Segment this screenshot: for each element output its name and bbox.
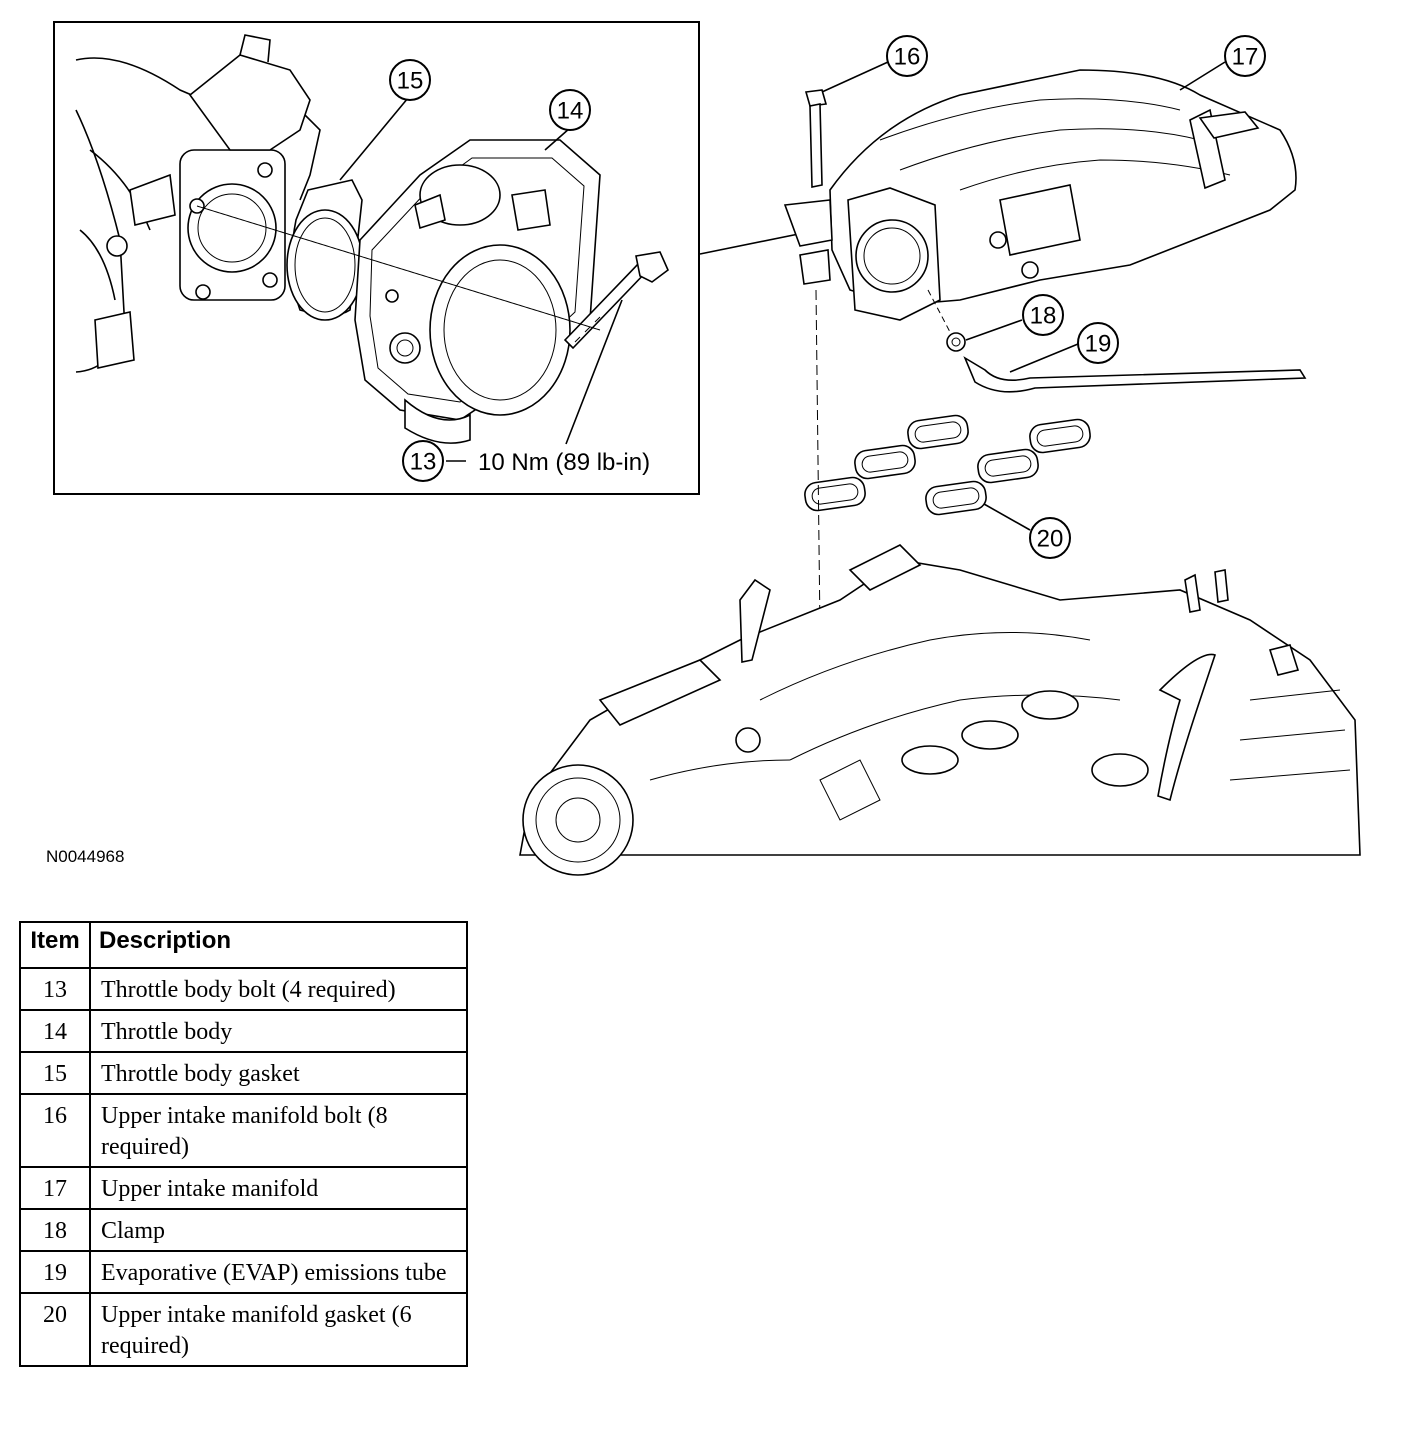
callout-15: 15 [389,59,431,101]
legend-item-number: 17 [19,1166,91,1210]
exploded-view-diagram: 15 14 13 10 Nm (89 lb-in) [46,21,1361,876]
legend-item-number: 16 [19,1093,91,1168]
legend-row: 18 Clamp [19,1208,468,1252]
figure-id: N0044968 [46,847,124,866]
legend-item-number: 15 [19,1051,91,1095]
throttle-body-drawing [354,139,601,444]
legend-header-description: Description [89,921,468,969]
engine-lower-drawing [519,544,1361,876]
legend-item-number: 20 [19,1292,91,1367]
callout-14: 14 [549,89,591,131]
legend-item-number: 19 [19,1250,91,1294]
svg-text:15: 15 [397,68,424,95]
legend-item-description: Upper intake manifold gasket (6 required… [89,1292,468,1367]
svg-text:18: 18 [1030,303,1057,330]
callout-19: 19 [1077,322,1119,364]
legend-header-item: Item [19,921,91,969]
callout-18: 18 [1022,294,1064,336]
svg-text:14: 14 [557,98,584,125]
legend-table: Item Description 13 Throttle body bolt (… [19,921,468,1367]
legend-row: 14 Throttle body [19,1009,468,1053]
upper-intake-manifold-view: 16 17 18 19 20 [519,35,1361,876]
legend-item-description: Throttle body gasket [89,1051,468,1095]
svg-text:19: 19 [1085,331,1112,358]
manifold-gaskets-drawing [804,414,1091,516]
legend-item-number: 14 [19,1009,91,1053]
legend-header-row: Item Description [19,921,468,969]
callout-16: 16 [886,35,928,77]
legend-item-number: 13 [19,967,91,1011]
throttle-body-detail-inset: 15 14 13 10 Nm (89 lb-in) [53,21,700,495]
upper-intake-manifold-drawing [783,69,1297,321]
legend-row: 15 Throttle body gasket [19,1051,468,1095]
legend-row: 20 Upper intake manifold gasket (6 requi… [19,1292,468,1367]
callout-20: 20 [1029,517,1071,559]
legend-item-description: Clamp [89,1208,468,1252]
svg-text:20: 20 [1037,526,1064,553]
legend-item-description: Throttle body [89,1009,468,1053]
legend-item-description: Throttle body bolt (4 required) [89,967,468,1011]
legend-row: 17 Upper intake manifold [19,1166,468,1210]
torque-specification: 10 Nm (89 lb-in) [478,449,650,476]
throttle-body-bolt-drawing [563,251,669,350]
evap-emissions-tube-drawing [963,356,1307,393]
intake-housing-drawing [75,34,321,373]
legend-row: 19 Evaporative (EVAP) emissions tube [19,1250,468,1294]
svg-text:13: 13 [410,449,437,476]
legend-item-description: Evaporative (EVAP) emissions tube [89,1250,468,1294]
legend-item-description: Upper intake manifold bolt (8 required) [89,1093,468,1168]
legend-row: 16 Upper intake manifold bolt (8 require… [19,1093,468,1168]
legend-item-number: 18 [19,1208,91,1252]
legend-item-description: Upper intake manifold [89,1166,468,1210]
manifold-bolt-drawing [804,89,828,188]
svg-text:16: 16 [894,44,921,71]
callout-17: 17 [1224,35,1266,77]
clamp-drawing [946,332,966,352]
legend-row: 13 Throttle body bolt (4 required) [19,967,468,1011]
callout-13: 13 [402,440,444,482]
throttle-body-gasket-drawing [286,179,364,321]
svg-text:17: 17 [1232,44,1259,71]
